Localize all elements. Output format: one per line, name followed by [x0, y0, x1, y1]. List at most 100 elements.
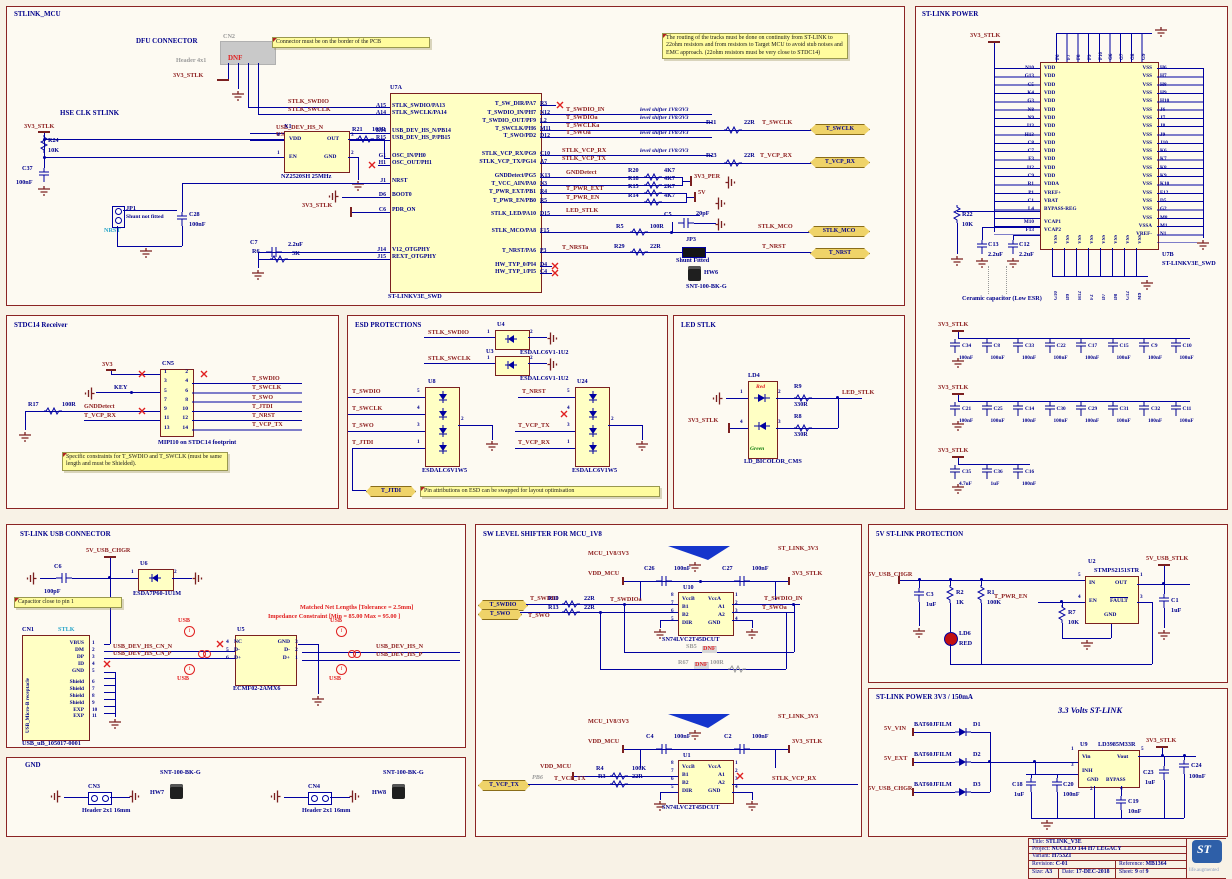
pin-name: FAULT	[1110, 598, 1129, 604]
value-label: 100R	[62, 401, 76, 408]
wire	[1164, 608, 1165, 628]
ref-label: R22	[962, 211, 973, 218]
net-label: KEY	[114, 384, 128, 391]
capacitor-icon	[981, 465, 992, 479]
tvs-diode-icon	[588, 391, 598, 403]
pin-name: VSS	[1142, 65, 1152, 71]
pin-name: B2	[682, 780, 689, 786]
pin-name: Shield	[69, 685, 84, 692]
resistor-icon	[44, 407, 62, 415]
wire	[342, 197, 390, 198]
ref-label: LD6	[959, 630, 971, 637]
pin-row: T_SWO/PD2D12	[503, 133, 550, 140]
ref-label: C4	[646, 733, 654, 740]
net-label: 5V_USB_STLK	[1146, 555, 1189, 562]
net-label: USB	[329, 675, 342, 682]
value-label: 22R	[584, 604, 595, 611]
ref-label: C8	[993, 343, 1000, 349]
wire	[298, 644, 318, 645]
pin-number: N10	[1025, 65, 1034, 71]
annotation: level shifter 1V8/3V3	[640, 130, 689, 136]
wire	[182, 226, 183, 246]
gnd-icon	[108, 719, 122, 729]
pin-name: OUT	[1115, 580, 1128, 586]
net-label: 5V_USB_CHGR	[86, 547, 131, 554]
wire-bundle	[1157, 68, 1203, 243]
capacitor-icon	[950, 402, 960, 416]
net-label: STLK_SWDIO	[428, 329, 469, 336]
pin-number: K4	[1027, 89, 1034, 96]
capacitor-icon	[1013, 465, 1023, 479]
pin-number: C1	[1027, 198, 1034, 204]
ref-label: CN5	[162, 360, 175, 367]
value-label: 100nF	[752, 733, 769, 740]
gnd-icon	[139, 248, 153, 258]
net-label: GNDDetect	[566, 169, 597, 176]
gnd-icon	[231, 91, 245, 101]
wire	[528, 337, 547, 338]
ref-label: C16	[1025, 469, 1035, 475]
net-label: STLK_SWCLK	[288, 106, 331, 113]
part-label: STMPS2151STR	[1094, 567, 1140, 574]
net-label: T_PWR_EXT	[566, 185, 604, 192]
ref-label: R6	[252, 248, 260, 255]
variant-row: Variant: H753ZI	[1032, 853, 1071, 859]
net-label: VDD_MCU	[588, 570, 620, 577]
wire	[1031, 818, 1184, 819]
ref-label: C26	[644, 565, 655, 572]
block-led-stlk	[673, 315, 905, 509]
net-label: GNDDetect	[84, 403, 115, 410]
ref-label: U9	[1080, 741, 1088, 748]
capacitor-icon	[1179, 760, 1189, 774]
part-label: SN74LVC2T45DCUT	[662, 804, 720, 811]
ref-label: C19	[1128, 798, 1139, 805]
value-label: 100nF	[1022, 355, 1037, 361]
pin-number: 6	[671, 776, 674, 782]
net-label: MCU_1V8/3V3	[588, 550, 629, 557]
wire	[1203, 68, 1204, 238]
note: Capacitor close to pin 1	[14, 597, 122, 609]
capacitor-icon	[1026, 778, 1036, 792]
power-rail-bar	[1158, 564, 1170, 566]
pin-number: 5	[671, 784, 674, 790]
wire	[600, 612, 601, 669]
usb-icon	[184, 626, 195, 637]
ref-label: R18	[628, 175, 639, 182]
pin-name: VSS	[1054, 234, 1059, 244]
wire	[44, 157, 45, 168]
field-value: H753ZI	[1051, 853, 1072, 859]
junction-dot	[108, 576, 111, 579]
part-label: SNT-100-BK-G	[686, 283, 727, 290]
wire	[1121, 786, 1122, 796]
wire	[117, 226, 118, 246]
pin-number: F6	[1056, 54, 1061, 60]
wire	[540, 155, 712, 156]
capacitor-icon	[977, 240, 987, 254]
ref-label: CN2	[223, 33, 236, 40]
pin-name: DIR	[682, 620, 693, 626]
wire	[384, 158, 390, 159]
ref-label: C17	[1088, 343, 1098, 349]
pin-number: F13	[1025, 226, 1034, 233]
pin-name: VDD	[1044, 139, 1056, 146]
net-port-tag: T_VCP_TX	[478, 780, 530, 791]
power-rail-bar	[788, 577, 790, 585]
value-label: 2.2uF	[988, 251, 1003, 258]
block-title: SW LEVEL SHIFTER FOR MCU_1V8	[483, 530, 602, 538]
wire	[752, 620, 753, 628]
wire	[958, 458, 959, 464]
hardware-icon	[392, 784, 405, 799]
pin-number: J12	[1026, 164, 1034, 171]
value-label: 22R	[632, 773, 643, 780]
wire	[540, 130, 812, 131]
wire	[348, 139, 384, 140]
wire	[358, 157, 359, 180]
